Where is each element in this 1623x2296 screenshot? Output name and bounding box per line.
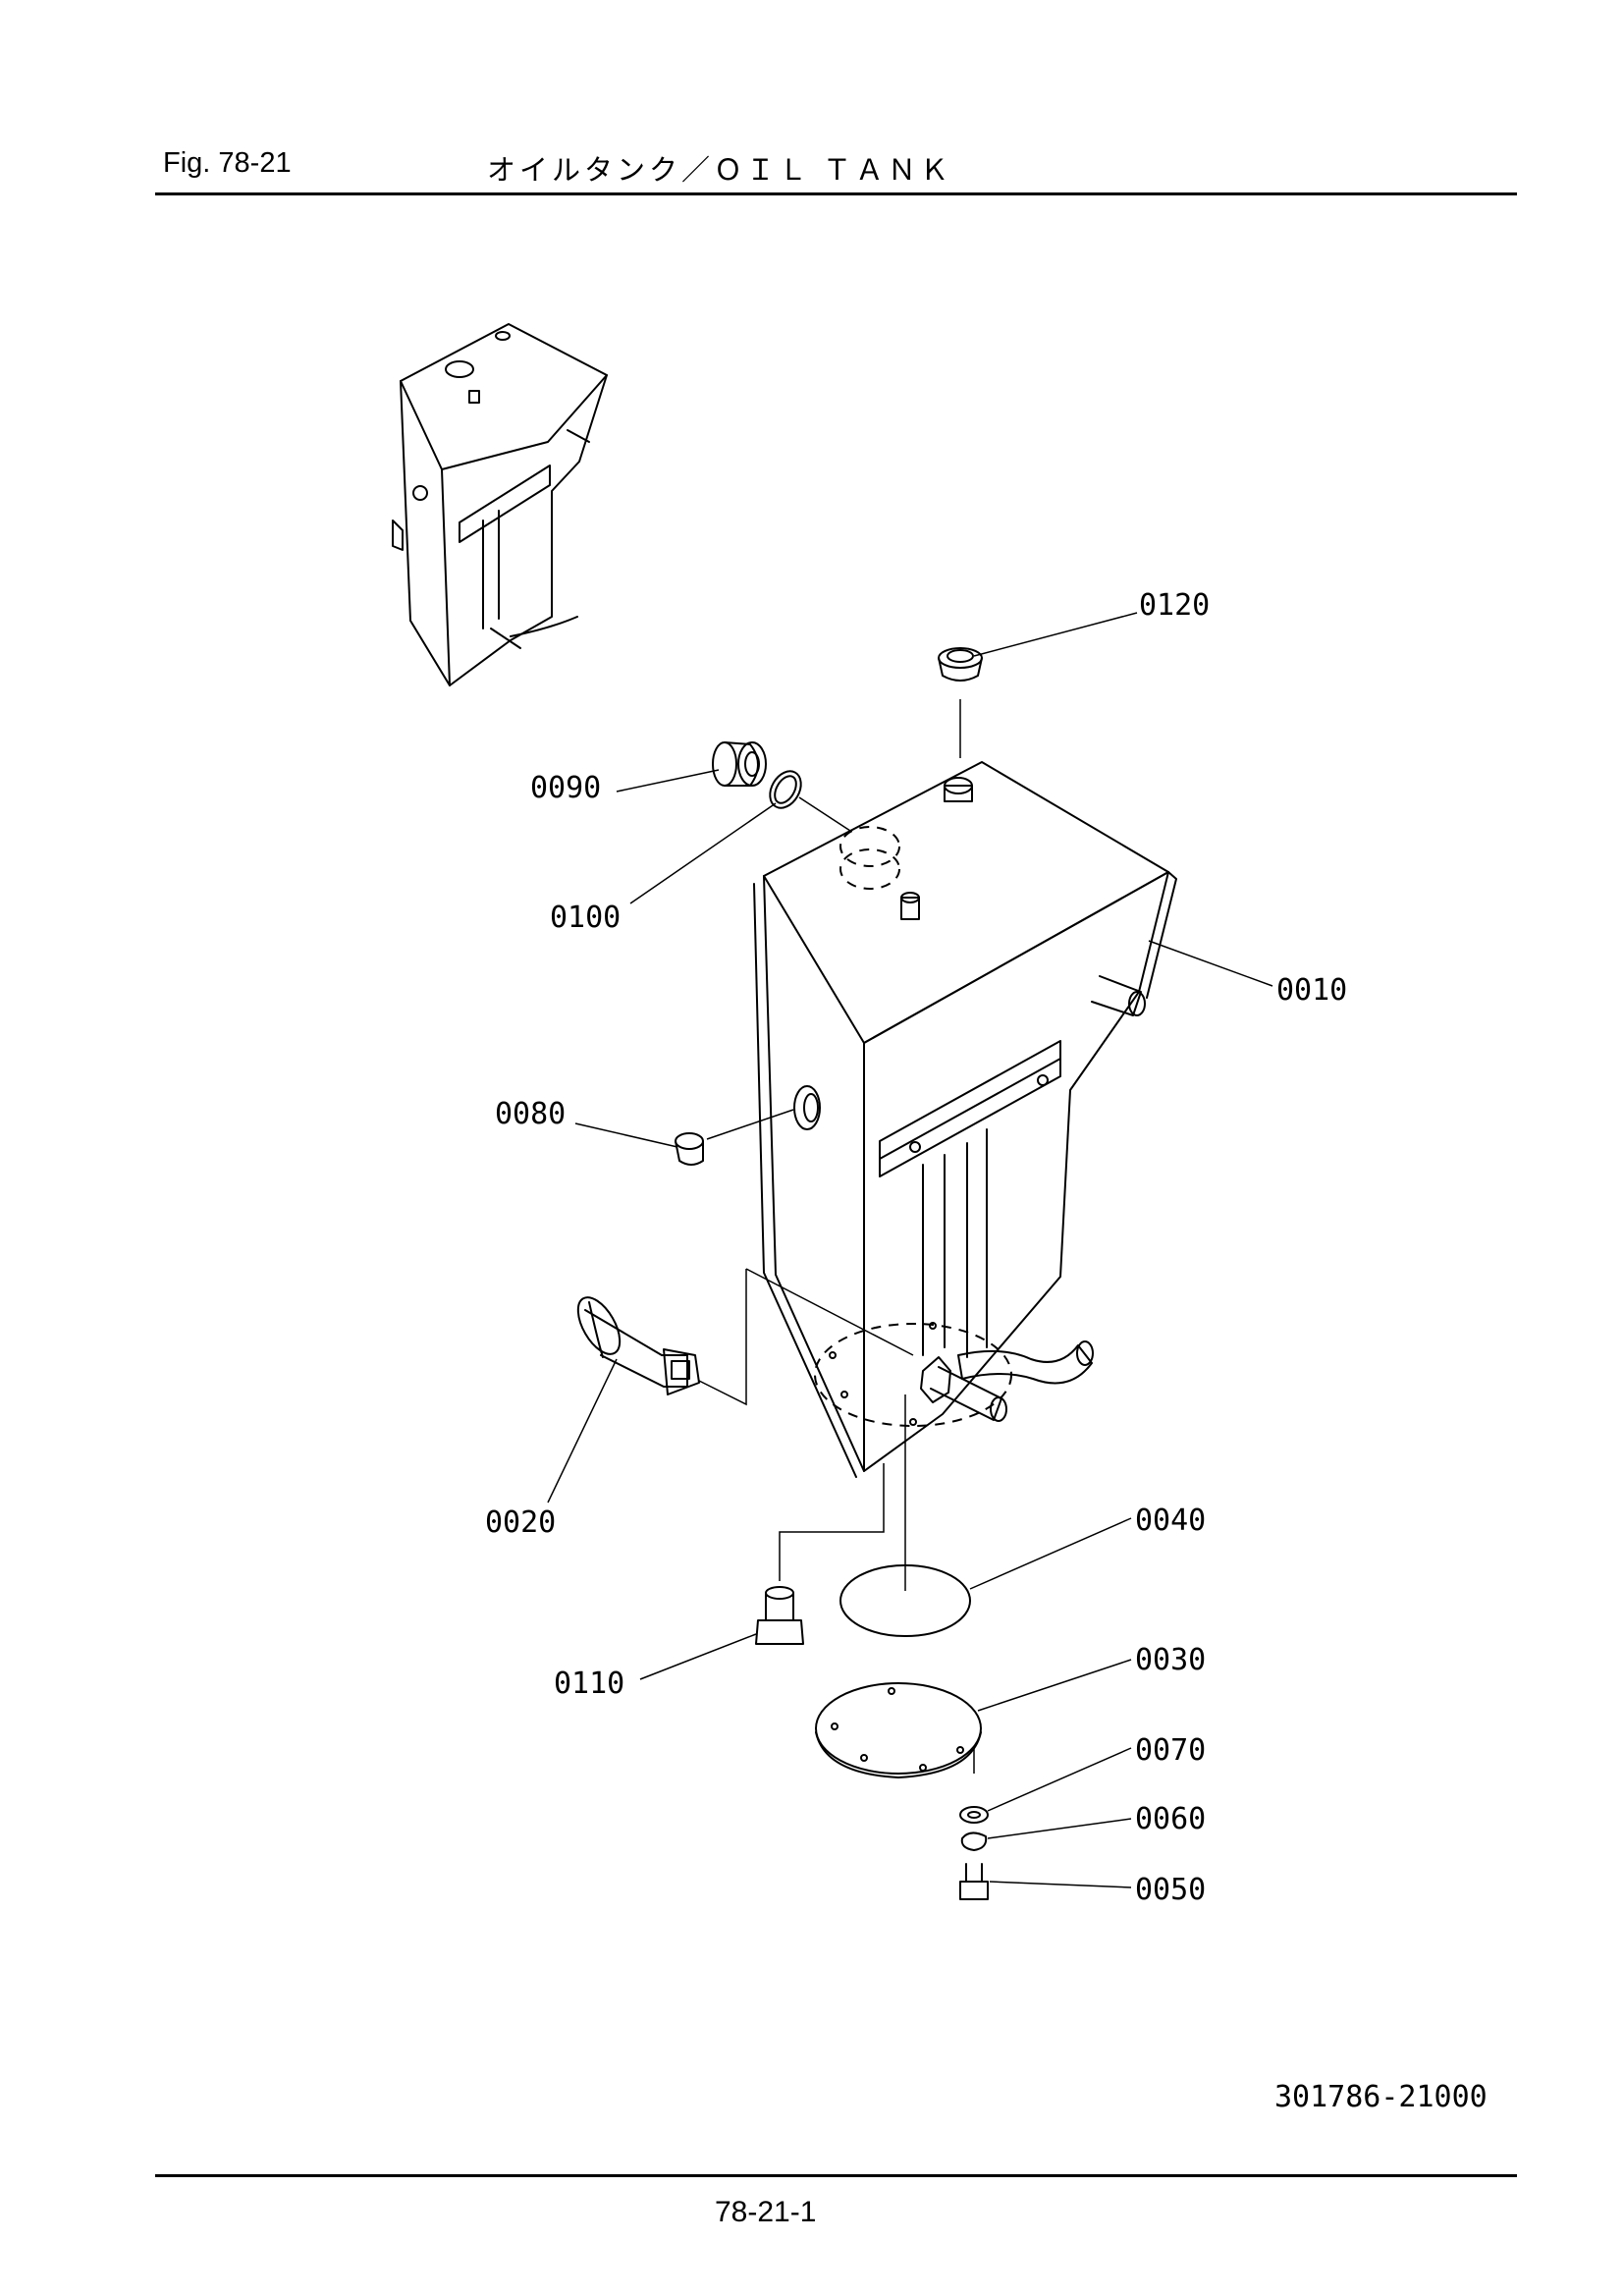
part-label-0070: 0070 bbox=[1135, 1733, 1206, 1768]
part-label-0060: 0060 bbox=[1135, 1802, 1206, 1836]
part-0030-drawing bbox=[815, 1682, 982, 1778]
part-0090-drawing bbox=[712, 741, 767, 787]
part-label-0110: 0110 bbox=[554, 1667, 624, 1701]
part-label-0100: 0100 bbox=[550, 901, 621, 935]
figure-number: Fig. 78-21 bbox=[163, 147, 292, 179]
part-0100-drawing bbox=[769, 770, 851, 832]
header-rule bbox=[155, 192, 1517, 195]
part-0050-drawing bbox=[959, 1863, 989, 1900]
part-label-0010: 0010 bbox=[1276, 973, 1347, 1008]
part-label-0030: 0030 bbox=[1135, 1643, 1206, 1677]
overview-tank-drawing bbox=[392, 323, 608, 686]
part-label-0050: 0050 bbox=[1135, 1873, 1206, 1907]
part-0040-drawing bbox=[839, 1394, 971, 1637]
figure-title: オイルタンク／ＯＩＬ ＴＡＮＫ bbox=[487, 155, 953, 187]
oil-tank-body-drawing bbox=[745, 761, 1177, 1478]
footer-rule bbox=[155, 2174, 1517, 2177]
part-0070-drawing bbox=[959, 1806, 989, 1824]
part-0020-drawing bbox=[576, 1269, 747, 1406]
part-label-0020: 0020 bbox=[485, 1505, 556, 1540]
part-label-0080: 0080 bbox=[495, 1097, 566, 1131]
part-label-0040: 0040 bbox=[1135, 1503, 1206, 1538]
drawing-number: 301786-21000 bbox=[1274, 2080, 1488, 2114]
part-label-0120: 0120 bbox=[1139, 588, 1210, 623]
leader-lines bbox=[547, 612, 1273, 1888]
part-0080-drawing bbox=[675, 1109, 794, 1166]
part-0060-drawing bbox=[960, 1831, 988, 1851]
part-0120-drawing bbox=[938, 647, 983, 758]
page-number: 78-21-1 bbox=[715, 2196, 817, 2228]
part-0110-drawing bbox=[755, 1463, 885, 1645]
part-label-0090: 0090 bbox=[530, 771, 601, 805]
